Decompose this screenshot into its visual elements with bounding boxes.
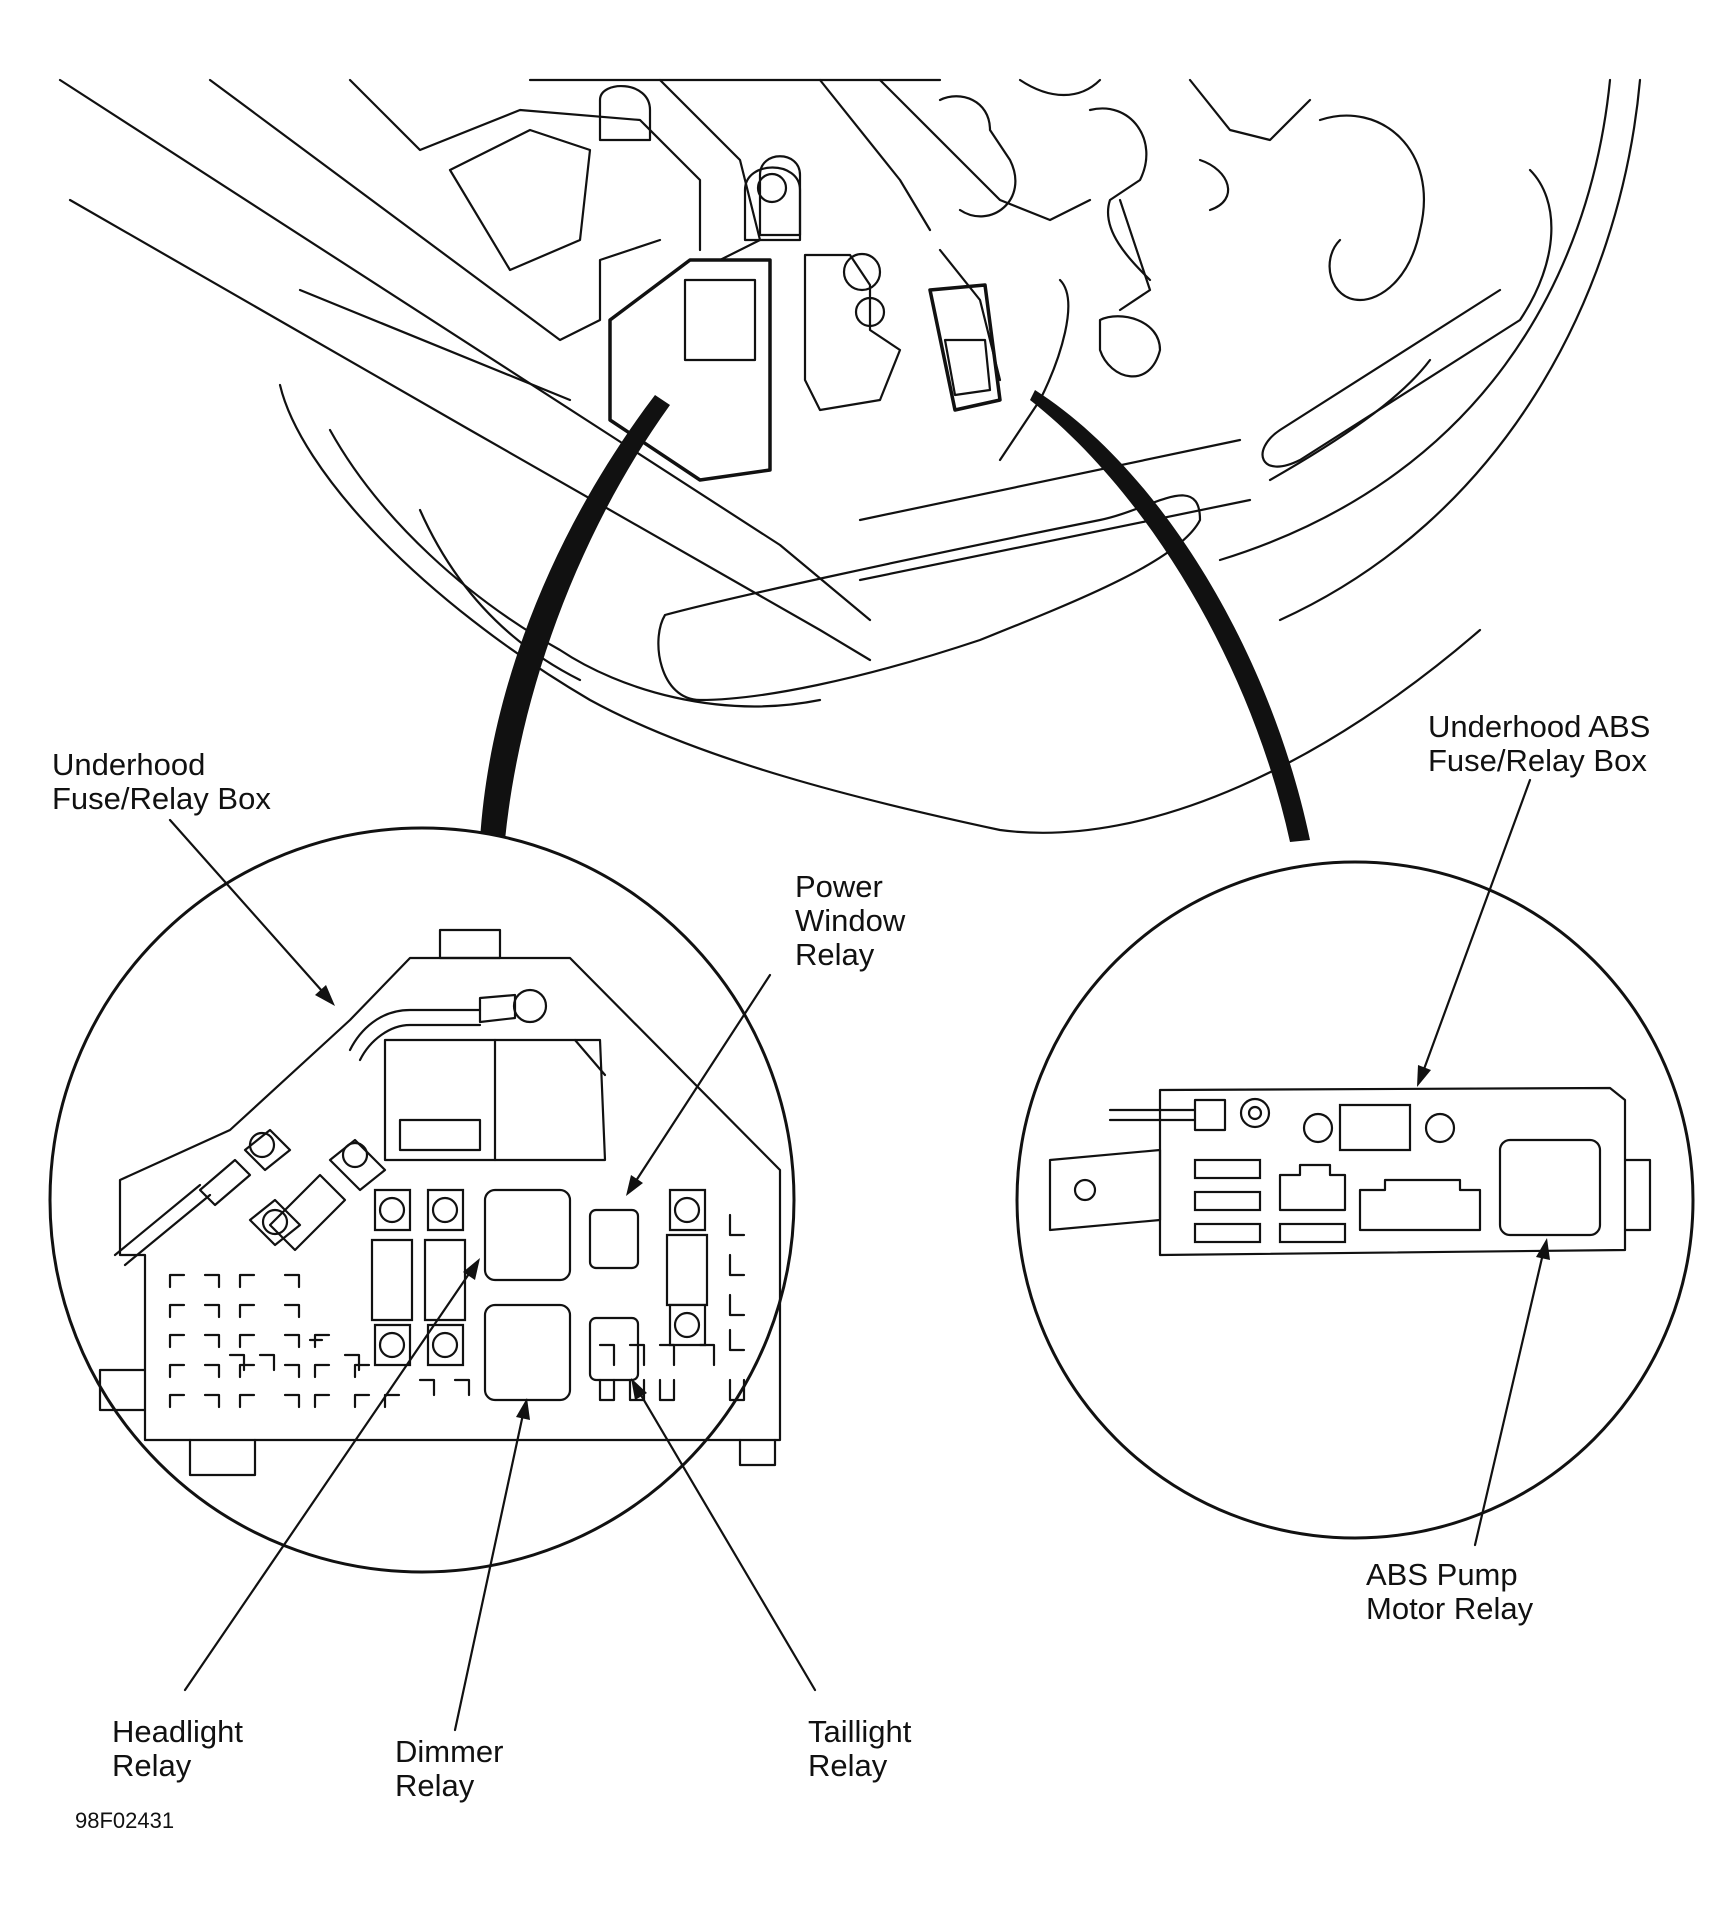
label-line: Window	[795, 903, 906, 938]
label-line: Underhood ABS	[1428, 709, 1651, 744]
figure-code: 98F02431	[75, 1808, 175, 1833]
label-line: ABS Pump	[1366, 1557, 1518, 1592]
label-line: Headlight	[112, 1714, 243, 1749]
label-headlight-relay: Headlight Relay	[112, 1715, 243, 1783]
abs-pump-motor-relay-box	[1498, 1138, 1602, 1237]
label-line: Relay	[395, 1768, 475, 1803]
label-line: Dimmer	[395, 1734, 504, 1769]
label-line: Underhood	[52, 747, 206, 782]
dimmer-relay-box	[483, 1303, 572, 1402]
label-line: Relay	[112, 1748, 192, 1783]
label-line: Relay	[808, 1748, 888, 1783]
label-line: Fuse/Relay Box	[1428, 743, 1647, 778]
label-power-window-relay: Power Window Relay	[795, 870, 905, 972]
label-underhood-fuse-relay-box: Underhood Fuse/Relay Box	[52, 748, 271, 816]
headlight-relay-box	[483, 1188, 572, 1282]
underhood-fuse-box-detail	[48, 826, 796, 1574]
label-underhood-abs-fuse-relay-box: Underhood ABS Fuse/Relay Box	[1428, 710, 1650, 778]
label-line: Relay	[795, 937, 875, 972]
label-line: Motor Relay	[1366, 1591, 1534, 1626]
label-dimmer-relay: Dimmer Relay	[395, 1735, 504, 1803]
engine-bay-illustration	[58, 78, 1642, 834]
leader-arrows	[168, 778, 1550, 1732]
label-line: Fuse/Relay Box	[52, 781, 271, 816]
label-line: Taillight	[808, 1714, 912, 1749]
power-window-relay-box	[588, 1208, 640, 1270]
label-line: Power	[795, 869, 883, 904]
callout-wedges	[480, 390, 1310, 842]
label-abs-pump-motor-relay: ABS Pump Motor Relay	[1366, 1558, 1533, 1626]
abs-fuse-box-detail	[1015, 860, 1695, 1540]
label-taillight-relay: Taillight Relay	[808, 1715, 911, 1783]
